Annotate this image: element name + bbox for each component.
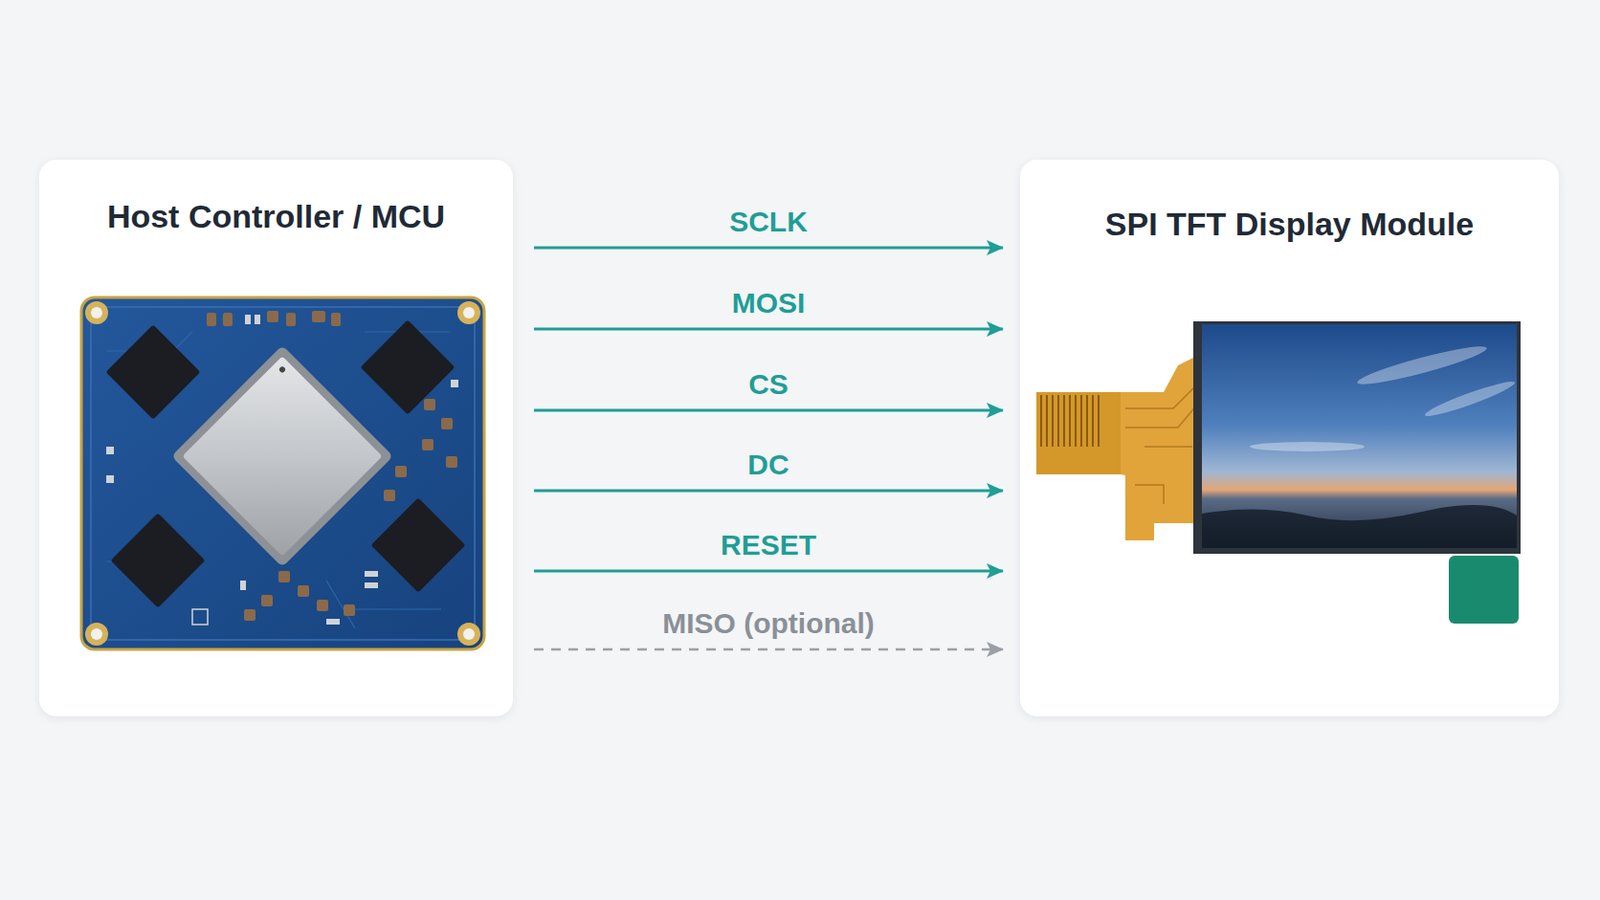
signal-name: CS	[748, 368, 789, 401]
tft-display-illustration	[1020, 159, 1559, 717]
panel-box: SPI TFT Display Module	[1020, 159, 1559, 717]
signal-name: SCLK	[729, 205, 808, 239]
mcu-board-illustration	[39, 159, 513, 717]
signal-line	[533, 570, 1003, 574]
signal-line	[533, 409, 1003, 413]
panel-title: SPI TFT Display Module	[1020, 205, 1559, 244]
signal-line	[533, 328, 1003, 332]
panel-title: Host Controller / MCU	[39, 198, 513, 236]
optional-signal-line	[533, 648, 1003, 652]
signal-line	[533, 489, 1003, 493]
signal-name: DC	[747, 448, 789, 482]
signal-name: MOSI	[732, 287, 806, 320]
signal-name: MISO (optional)	[662, 607, 875, 641]
panel-box: Host Controller / MCU	[39, 159, 513, 717]
signal-name: RESET	[720, 529, 817, 562]
signal-line	[533, 246, 1003, 250]
